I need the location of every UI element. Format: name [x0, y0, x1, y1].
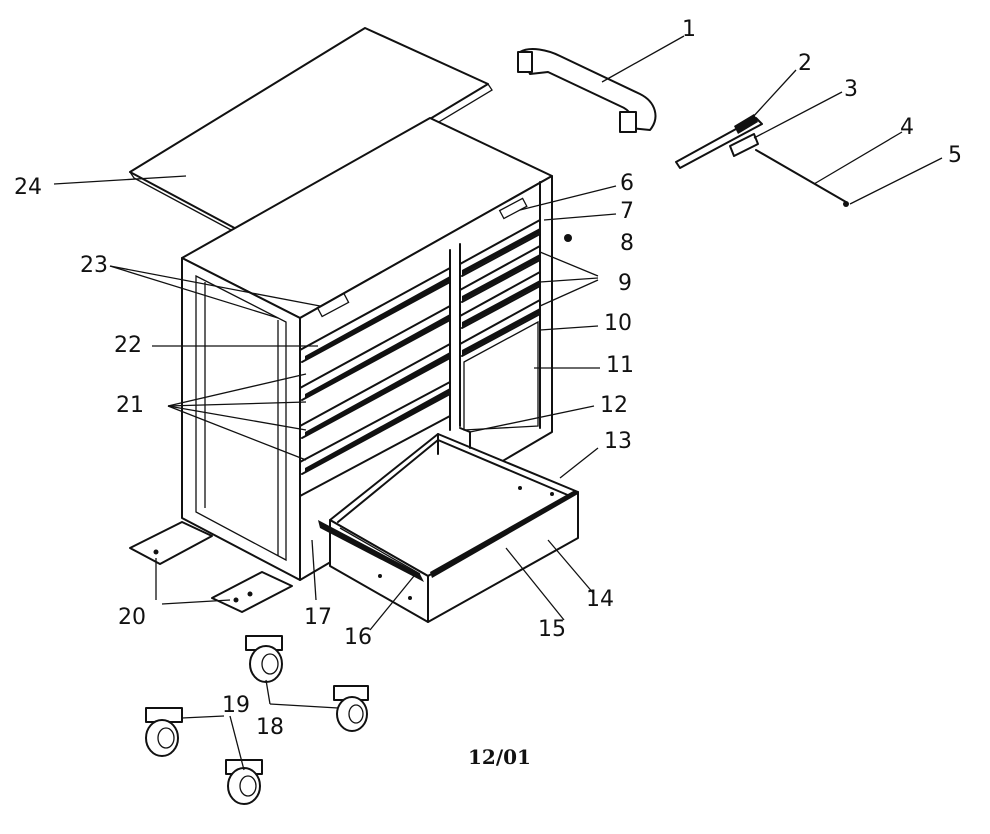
callout-21: 21 — [116, 393, 144, 418]
part-lock-bar — [675, 114, 763, 169]
part-bottom-drawer — [318, 427, 579, 623]
callout-24: 24 — [14, 175, 42, 200]
callout-23: 23 — [80, 253, 108, 278]
callout-8: 8 — [620, 231, 634, 256]
leader-lines — [53, 35, 943, 771]
callout-9: 9 — [618, 271, 632, 296]
part-lock — [729, 133, 759, 157]
callout-5: 5 — [948, 143, 962, 168]
callout-22: 22 — [114, 333, 142, 358]
callout-15: 15 — [538, 617, 566, 642]
callout-2: 2 — [798, 51, 812, 76]
callout-13: 13 — [604, 429, 632, 454]
callout-10: 10 — [604, 311, 632, 336]
part-rod — [755, 149, 847, 203]
callout-6: 6 — [620, 171, 634, 196]
part-screw — [564, 234, 572, 242]
callout-3: 3 — [844, 77, 858, 102]
callouts: 1 2 3 4 5 6 7 8 9 10 11 12 13 14 15 16 1… — [14, 17, 962, 740]
callout-20: 20 — [118, 605, 146, 630]
part-caster-19b — [225, 759, 263, 805]
part-side-handle — [517, 48, 657, 133]
callout-16: 16 — [344, 625, 372, 650]
callout-17: 17 — [304, 605, 332, 630]
part-rod-end — [843, 201, 849, 207]
callout-19: 19 — [222, 693, 250, 718]
callout-11: 11 — [606, 353, 634, 378]
callout-12: 12 — [600, 393, 628, 418]
part-caster-18a — [245, 635, 283, 683]
part-caster-18b — [333, 685, 369, 732]
callout-18: 18 — [256, 715, 284, 740]
part-caster-19a — [145, 707, 183, 757]
callout-14: 14 — [586, 587, 614, 612]
callout-4: 4 — [900, 115, 914, 140]
part-cabinet-body — [129, 117, 553, 613]
date-code: 12/01 — [468, 745, 531, 769]
callout-1: 1 — [682, 17, 696, 42]
callout-7: 7 — [620, 199, 634, 224]
